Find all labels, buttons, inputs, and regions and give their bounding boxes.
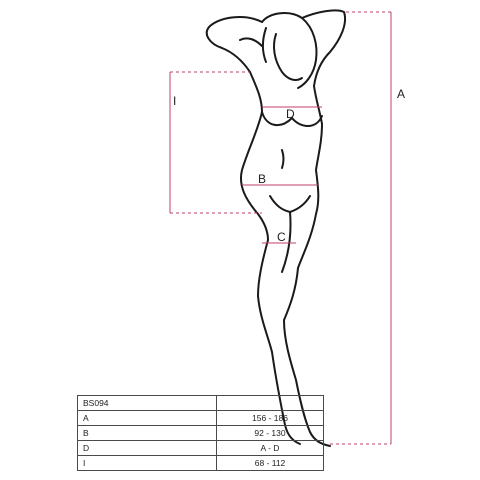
body-outline [205, 9, 346, 447]
measure-labels: A I D B C [173, 87, 405, 244]
table-header-row: BS094 [77, 395, 324, 411]
label-c: C [277, 230, 286, 244]
size-table: BS094 A 156 - 186 B 92 - 130 D A - D I 6… [77, 395, 324, 471]
row-value: 92 - 130 [216, 425, 324, 441]
table-header-value [216, 395, 324, 411]
table-header: BS094 [77, 395, 217, 411]
label-d: D [286, 107, 295, 121]
row-label: D [77, 440, 217, 456]
row-label: I [77, 455, 217, 471]
measurement-guides [169, 11, 392, 445]
row-label: A [77, 410, 217, 426]
table-row: B 92 - 130 [77, 425, 324, 441]
table-row: A 156 - 186 [77, 410, 324, 426]
row-value: A - D [216, 440, 324, 456]
label-a: A [397, 87, 405, 101]
table-row: I 68 - 112 [77, 455, 324, 471]
label-i: I [173, 94, 176, 108]
row-label: B [77, 425, 217, 441]
label-b: B [258, 172, 266, 186]
table-row: D A - D [77, 440, 324, 456]
row-value: 156 - 186 [216, 410, 324, 426]
row-value: 68 - 112 [216, 455, 324, 471]
